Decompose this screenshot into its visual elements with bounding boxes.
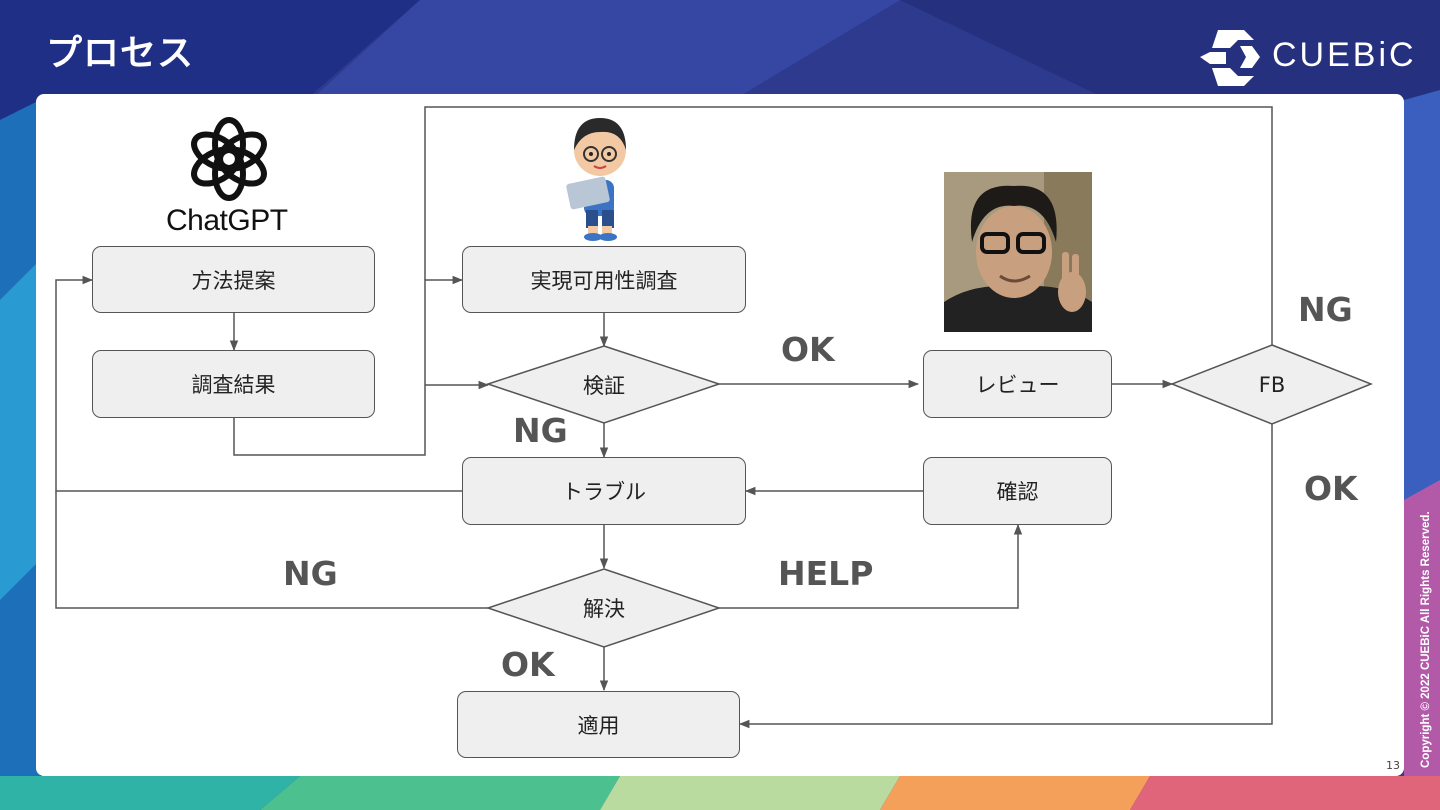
edge-resolve-help xyxy=(719,523,1023,609)
resolve-diamond xyxy=(485,568,722,648)
node-apply: 適用 xyxy=(457,691,740,758)
label-resolve-ok: OK xyxy=(501,645,555,684)
reviewer-photo xyxy=(944,172,1092,332)
label-fb-ng: NG xyxy=(1298,290,1353,329)
node-method-proposal: 方法提案 xyxy=(92,246,375,313)
label-resolve-help: HELP xyxy=(778,554,874,593)
slide-title: プロセス xyxy=(46,33,195,74)
label-fb-ok: OK xyxy=(1304,469,1358,508)
brand-name: CUEBiC xyxy=(1272,36,1417,74)
edge-fb-ok xyxy=(738,424,1273,729)
node-feasibility-study: 実現可用性調査 xyxy=(462,246,746,313)
fb-diamond xyxy=(1169,344,1374,425)
edge-result-to-feasibility xyxy=(233,275,464,456)
node-trouble: トラブル xyxy=(462,457,746,525)
edge-fb-ng-loop xyxy=(424,106,1273,345)
cuebic-logo xyxy=(1200,30,1260,86)
node-research-result: 調査結果 xyxy=(92,350,375,418)
label-verify-ok: OK xyxy=(781,330,835,369)
node-verification: 検証 xyxy=(583,374,625,398)
label-resolve-ng: NG xyxy=(283,554,338,593)
verify-diamond xyxy=(485,345,722,424)
edge-trouble-to-proposal xyxy=(55,275,462,492)
node-resolution: 解決 xyxy=(583,597,625,621)
page-number: 13 xyxy=(1386,759,1400,772)
content-panel xyxy=(36,94,1404,776)
chatgpt-label: ChatGPT xyxy=(166,204,288,237)
edge-resolve-ng xyxy=(55,491,488,609)
developer-illustration xyxy=(566,118,626,241)
label-verify-ng: NG xyxy=(513,411,568,450)
node-review: レビュー xyxy=(923,350,1112,418)
node-confirmation: 確認 xyxy=(923,457,1112,525)
node-fb: FB xyxy=(1258,373,1286,397)
openai-icon xyxy=(191,117,267,201)
copyright-notice: Copyright © 2022 CUEBiC All Rights Reser… xyxy=(1420,511,1432,768)
